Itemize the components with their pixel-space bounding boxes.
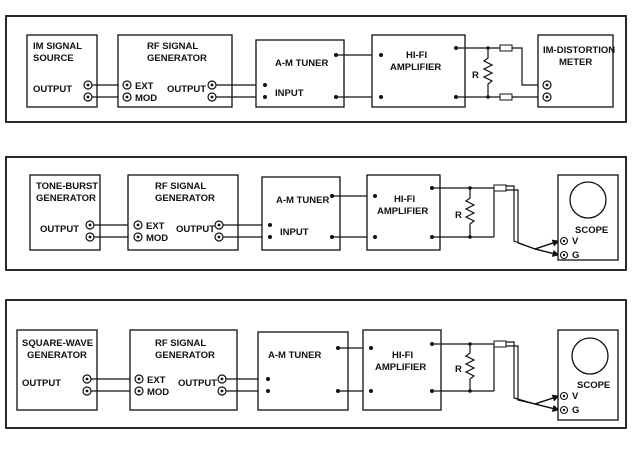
port-label-output: OUTPUT (40, 224, 79, 235)
am-tuner-block: A-M TUNER INPUT (261, 176, 341, 251)
jack-icon (217, 386, 227, 396)
block-title-line-2: GENERATOR (36, 193, 96, 204)
scope-screen-icon (569, 181, 607, 219)
block-title-line-2: GENERATOR (27, 350, 87, 361)
port-label-ext: EXT (147, 375, 166, 386)
probe-cable (506, 185, 560, 250)
load-resistor-network: R (432, 340, 560, 412)
jack-icon (559, 405, 569, 415)
load-resistor-network: R (456, 44, 547, 101)
jack-icon (82, 374, 92, 384)
block-title-line-2: GENERATOR (155, 193, 215, 204)
jack-icon (82, 386, 92, 396)
jack-icon (83, 92, 93, 102)
block-title-line-2: AMPLIFIER (375, 362, 426, 373)
port-label-mod: MOD (146, 233, 168, 244)
scope-block: SCOPE V G (557, 174, 619, 261)
jack-icon (214, 220, 224, 230)
jack-icon (122, 92, 132, 102)
port-label-output: OUTPUT (167, 84, 206, 95)
panel-border (5, 299, 627, 429)
scope-block: SCOPE V G (557, 329, 619, 421)
panel-border (5, 15, 627, 123)
resistor-label: R (455, 210, 462, 221)
rf-signal-generator-block: RF SIGNAL GENERATOR EXT MOD OUTPUT (117, 34, 233, 108)
block-title-line-1: HI-FI (394, 194, 415, 205)
block-title-line-1: HI-FI (406, 50, 427, 61)
jack-icon (559, 391, 569, 401)
rf-signal-generator-block: RF SIGNAL GENERATOR EXT MOD OUTPUT (127, 174, 239, 251)
block-title-line-1: TONE-BURST (36, 181, 98, 192)
jack-icon (85, 220, 95, 230)
resistor-label: R (472, 70, 479, 81)
jack-icon (217, 374, 227, 384)
port-label-mod: MOD (147, 387, 169, 398)
jack-icon (542, 80, 552, 90)
port-label-mod: MOD (135, 93, 157, 104)
block-title-line-2: GENERATOR (155, 350, 215, 361)
im-signal-source-block: IM SIGNAL SOURCE OUTPUT (26, 34, 98, 108)
square-wave-generator-block: SQUARE-WAVE GENERATOR OUTPUT (16, 329, 98, 411)
block-title-line-1: RF SIGNAL (155, 338, 206, 349)
block-title-line-1: IM SIGNAL (33, 41, 82, 52)
jack-icon (133, 220, 143, 230)
jack-icon (214, 232, 224, 242)
block-title-line-2: METER (559, 57, 592, 68)
load-resistor-network: R (432, 184, 560, 257)
jack-icon (83, 80, 93, 90)
jack-icon (134, 386, 144, 396)
am-tuner-block: A-M TUNER INPUT (255, 39, 345, 108)
jack-icon (559, 236, 569, 246)
jack-icon (134, 374, 144, 384)
block-title: A-M TUNER (268, 350, 321, 361)
jack-icon (85, 232, 95, 242)
port-label-input: INPUT (275, 88, 304, 99)
block-title-line-1: SQUARE-WAVE (22, 338, 93, 349)
block-title-line-1: IM-DISTORTION (543, 45, 615, 56)
hifi-amplifier-block: HI-FI AMPLIFIER (362, 329, 442, 411)
block-title: A-M TUNER (275, 58, 328, 69)
jack-icon (133, 232, 143, 242)
diagram-2-tone-burst: TONE-BURST GENERATOR OUTPUT RF SIGNAL GE… (5, 156, 627, 271)
jack-icon (122, 80, 132, 90)
hifi-amplifier-block: HI-FI AMPLIFIER (371, 34, 466, 108)
port-label-ext: EXT (146, 221, 165, 232)
port-label-v: V (572, 391, 579, 402)
block-title-line-2: GENERATOR (147, 53, 207, 64)
tone-burst-generator-block: TONE-BURST GENERATOR OUTPUT (29, 174, 101, 251)
resistor-label: R (455, 364, 462, 375)
diagram-3-square-wave: SQUARE-WAVE GENERATOR OUTPUT RF SIGNAL G… (5, 299, 627, 429)
panel-border (5, 156, 627, 271)
block-title-line-1: HI-FI (392, 350, 413, 361)
block-title-line-1: RF SIGNAL (147, 41, 198, 52)
port-label-output: OUTPUT (176, 224, 215, 235)
jack-icon (207, 92, 217, 102)
block-title-line-1: RF SIGNAL (155, 181, 206, 192)
port-label-g: G (572, 250, 579, 261)
port-label-output: OUTPUT (178, 378, 217, 389)
port-label-output: OUTPUT (22, 378, 61, 389)
hifi-amplifier-block: HI-FI AMPLIFIER (366, 174, 441, 251)
block-title-line-2: AMPLIFIER (390, 62, 441, 73)
port-label-output: OUTPUT (33, 84, 72, 95)
block-title-line-2: SOURCE (33, 53, 74, 64)
rf-signal-generator-block: RF SIGNAL GENERATOR EXT MOD OUTPUT (129, 329, 238, 411)
port-label-v: V (572, 236, 579, 247)
block-title-line-2: AMPLIFIER (377, 206, 428, 217)
jack-icon (559, 250, 569, 260)
diagram-1-im-distortion: IM SIGNAL SOURCE OUTPUT RF SIGNAL GENERA… (5, 15, 627, 123)
scope-screen-icon (571, 337, 609, 375)
port-label-input: INPUT (280, 227, 309, 238)
port-label-g: G (572, 405, 579, 416)
jack-icon (542, 92, 552, 102)
port-label-ext: EXT (135, 81, 154, 92)
jack-icon (207, 80, 217, 90)
block-title: A-M TUNER (276, 195, 329, 206)
am-tuner-block: A-M TUNER (257, 331, 349, 411)
block-title: SCOPE (577, 380, 610, 391)
block-title: SCOPE (575, 225, 608, 236)
im-distortion-meter-block: IM-DISTORTION METER (537, 34, 615, 108)
probe-cable (506, 341, 560, 405)
